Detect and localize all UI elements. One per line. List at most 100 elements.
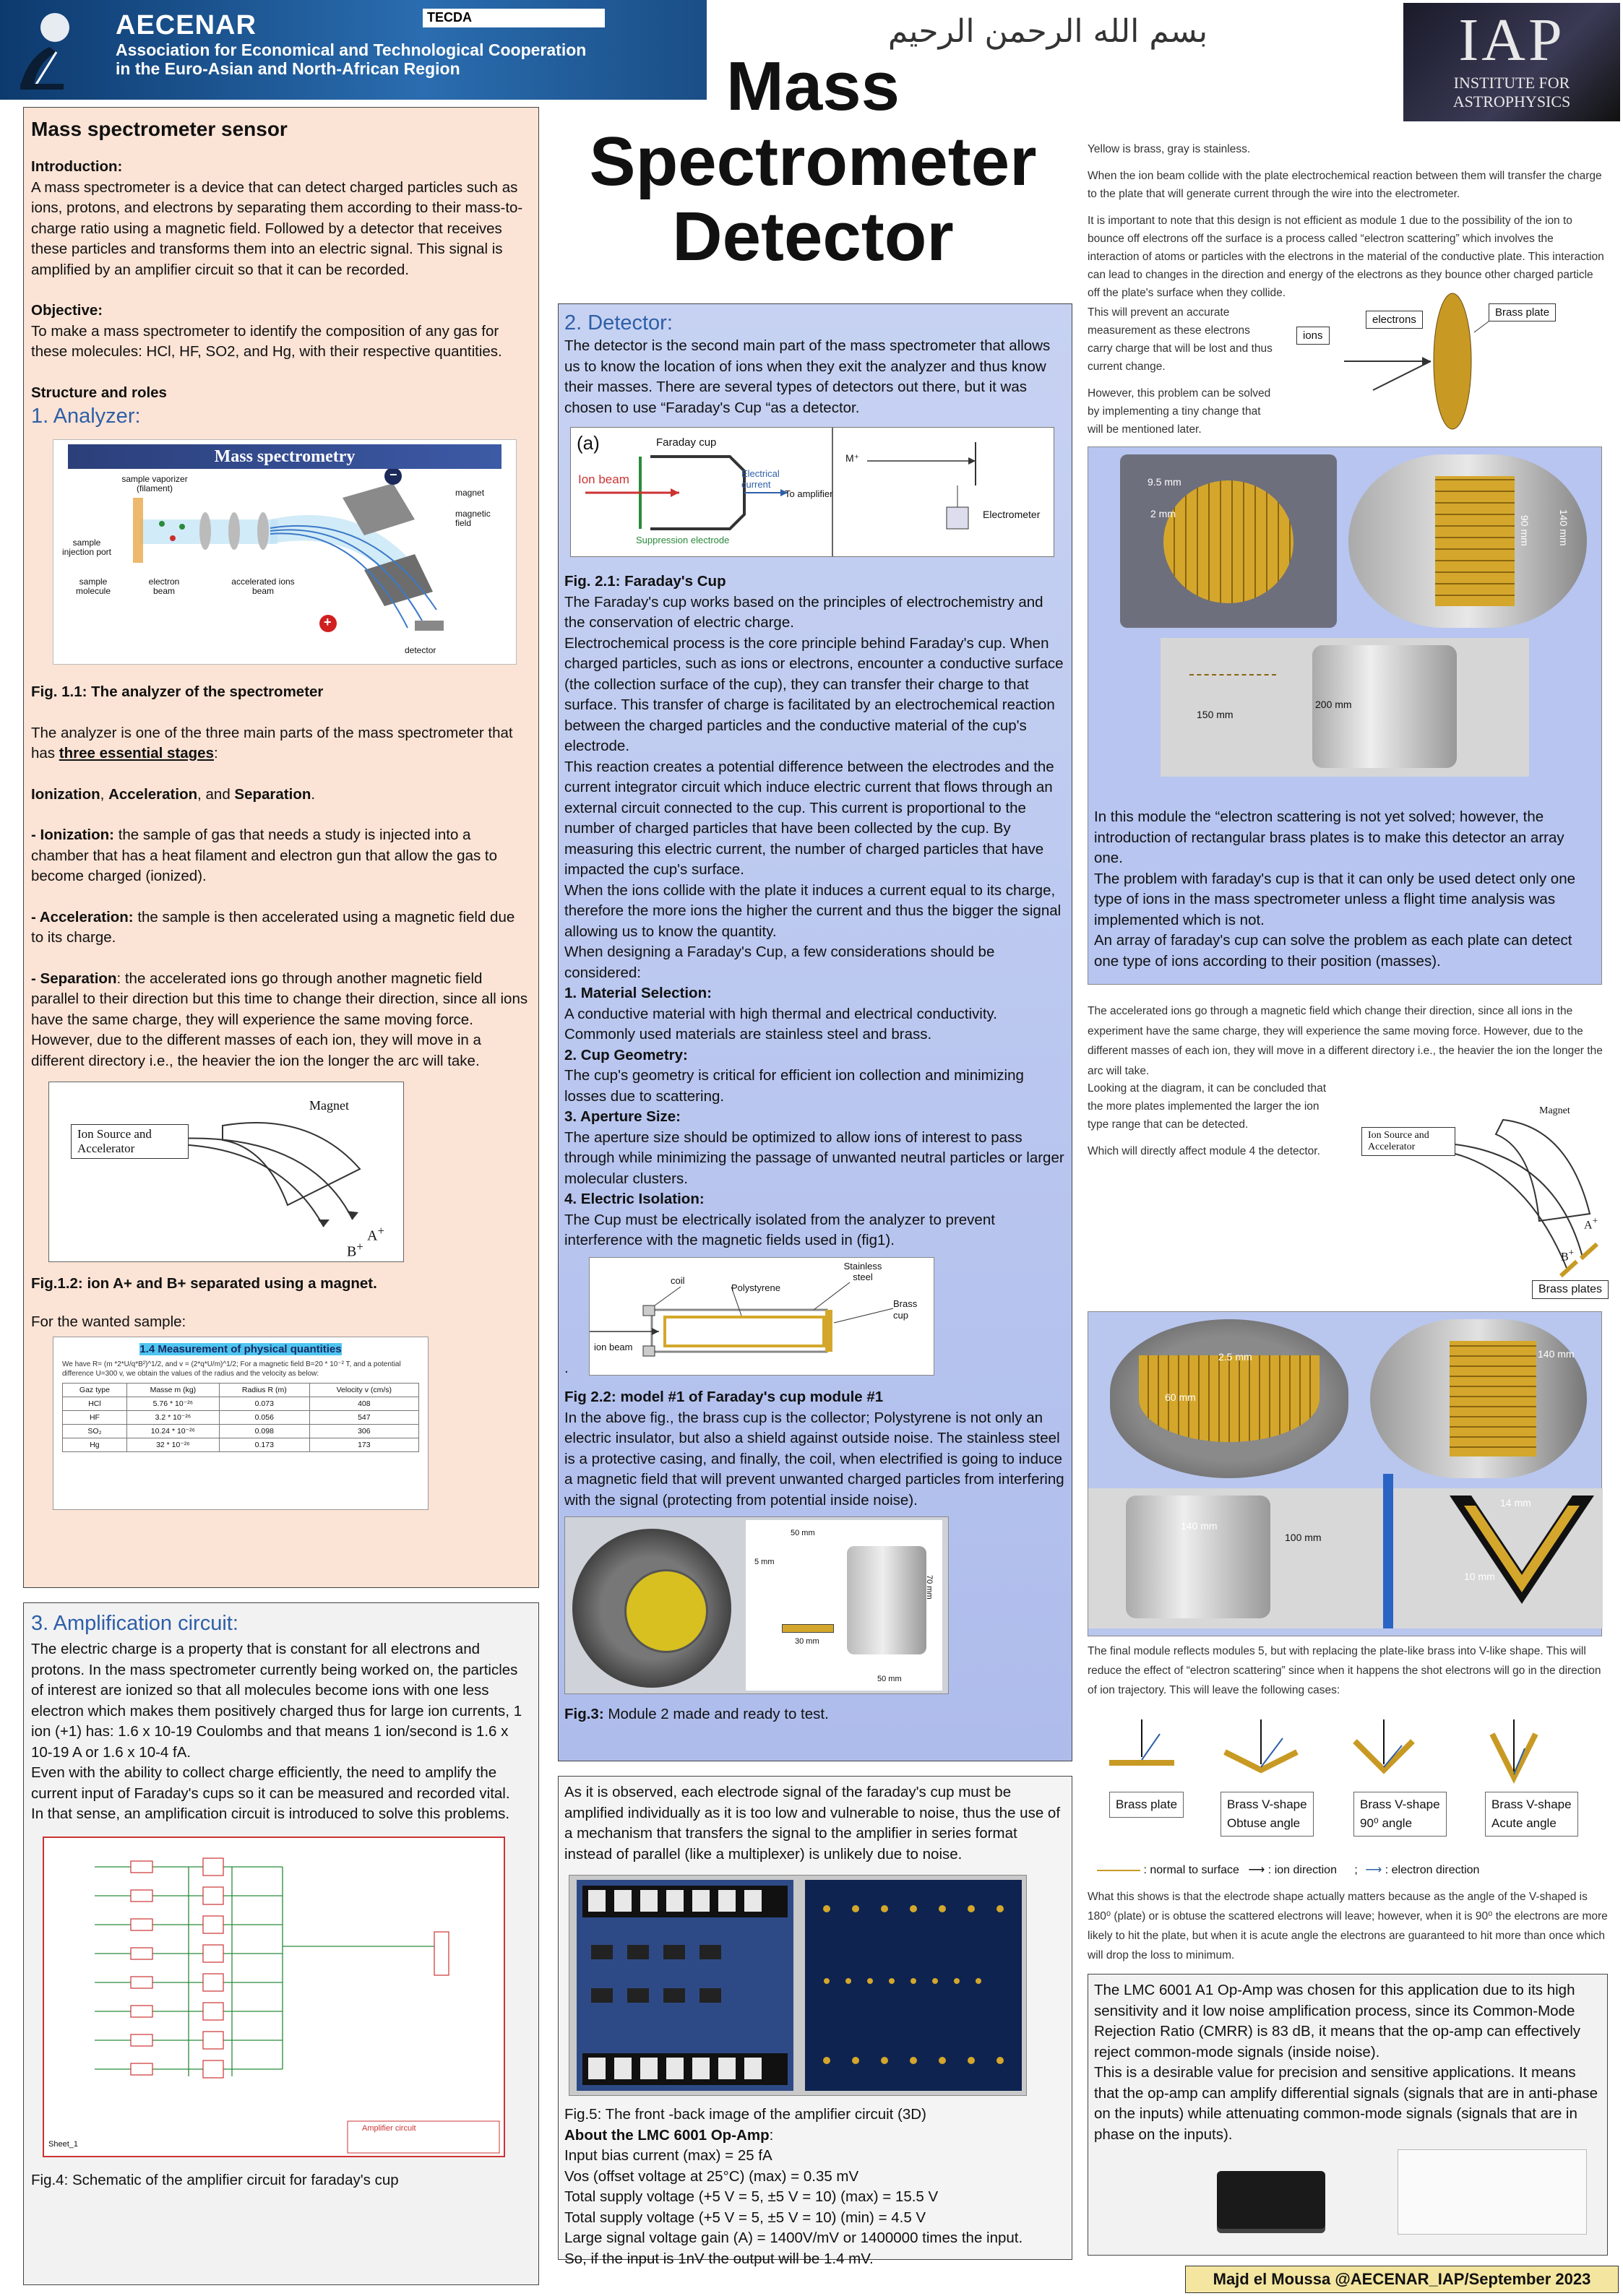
legend-normal-label: : normal to surface xyxy=(1143,1864,1239,1876)
opamp-colon: : xyxy=(769,2126,774,2144)
table-cell: 5.76 * 10⁻²⁶ xyxy=(126,1397,220,1411)
module-cad-panel: 9.5 mm 2 mm 90 mm 140 mm 150 mm 200 mm I… xyxy=(1088,446,1602,985)
consideration-2-text: The cup's geometry is critical for effic… xyxy=(564,1067,1024,1105)
amplification-panel: 3. Amplification circuit: The electric c… xyxy=(23,1602,539,2285)
col3-notes-side: This will prevent an accurate measuremen… xyxy=(1088,303,1275,439)
table-row: SO₂ 10.24 * 10⁻²⁶ 0.098 306 xyxy=(62,1424,420,1438)
iap-line2: ASTROPHYSICS xyxy=(1452,92,1571,111)
table-cell: 408 xyxy=(309,1397,420,1411)
case-card: Brass V-shape 90⁰ angle xyxy=(1353,1792,1447,1837)
faraday-cup-diagram: (a) Faraday cup Ion beam Electrical curr… xyxy=(570,427,1054,557)
fig22-ion-label: ion beam xyxy=(594,1341,633,1352)
plates-ion-a-label: A+ xyxy=(1584,1215,1598,1232)
stage-separation: Separation xyxy=(234,785,311,803)
table-cell: 306 xyxy=(309,1424,420,1438)
analyzer-heading: 1. Analyzer: xyxy=(31,405,141,428)
acceleration-label: - Acceleration: xyxy=(31,908,134,925)
acceleration-paragraph: - Acceleration: the sample is then accel… xyxy=(31,907,531,949)
col3-diagram-notes: Looking at the diagram, it can be conclu… xyxy=(1088,1079,1333,1160)
spec-line: Total supply voltage (+5 V = 5, ±5 V = 1… xyxy=(564,2209,926,2226)
case-subtitle: Obtuse angle xyxy=(1227,1816,1301,1830)
amplifier-board-panel: As it is observed, each electrode signal… xyxy=(558,1776,1072,2267)
cad-top-right-brass xyxy=(1435,476,1515,606)
cad3-dim: 140 mm xyxy=(1538,1348,1575,1360)
table-cell: 0.098 xyxy=(218,1424,310,1438)
cad2-dim: 150 mm xyxy=(1197,709,1234,720)
color-note: Yellow is brass, gray is stainless. xyxy=(1088,143,1251,155)
fig22-text: In the above fig., the brass cup is the … xyxy=(564,1409,1064,1509)
plates-range-note: Looking at the diagram, it can be conclu… xyxy=(1088,1082,1327,1131)
fig21-letter: (a) xyxy=(577,432,600,454)
label-plus: + xyxy=(324,615,332,629)
spec-line: Vos (offset voltage at 25°C) (max) = 0.3… xyxy=(564,2167,859,2185)
opamp-heading: About the LMC 6001 Op-Amp: xyxy=(564,2125,1066,2146)
table-header: Radius R (m) xyxy=(218,1383,310,1397)
cases-legend: : normal to surface ⟶ : ion direction ; … xyxy=(1097,1861,1610,1883)
cad1-dim: 2 mm xyxy=(1150,508,1176,519)
cad3-left: 2.5 mm 60 mm xyxy=(1110,1319,1348,1478)
ion-a-plus: + xyxy=(377,1224,384,1238)
iap-line1: INSTITUTE FOR xyxy=(1453,74,1570,92)
case-subtitle: Acute angle xyxy=(1491,1816,1557,1830)
fig3-dim: 50 mm xyxy=(791,1529,815,1537)
detector-intro: The detector is the second main part of … xyxy=(564,337,1051,416)
amplifier-board-render xyxy=(569,1875,1027,2096)
plates-ion-b-letter: B xyxy=(1561,1251,1569,1264)
analyzer-diagram-art xyxy=(133,469,444,632)
table-row: HCl 5.76 * 10⁻²⁶ 0.073 408 xyxy=(62,1397,420,1411)
fig21-current-label: Electrical current xyxy=(741,468,780,490)
module4-note: Which will directly affect module 4 the … xyxy=(1088,1145,1320,1157)
label-minus: − xyxy=(389,467,397,482)
detector-panel: 2. Detector: The detector is the second … xyxy=(558,303,1072,1761)
table-cell: HCl xyxy=(62,1397,127,1411)
brass-plate-label: Brass plate xyxy=(1489,303,1557,321)
schematic-sheet-label: Sheet_1 xyxy=(48,2139,78,2149)
separation-text: : the accelerated ions go through anothe… xyxy=(31,970,528,1069)
cad-bottom: 150 mm 200 mm xyxy=(1161,638,1529,777)
cad1-dim: 140 mm xyxy=(1558,509,1570,546)
aecenar-logo-icon xyxy=(20,13,69,90)
fig4-caption: Fig.4: Schematic of the amplifier circui… xyxy=(31,2171,399,2188)
measurement-table: Gaz type Masse m (kg) Radius R (m) Veloc… xyxy=(62,1383,420,1452)
introduction-text: A mass spectrometer is a device that can… xyxy=(31,178,523,278)
consideration-3-label: 3. Aperture Size: xyxy=(564,1108,681,1125)
org-full-name-line2: in the Euro-Asian and North-African Regi… xyxy=(116,59,460,78)
table-row: HF 3.2 * 10⁻²⁶ 0.056 547 xyxy=(62,1410,420,1425)
iap-letters: IAP xyxy=(1458,7,1565,74)
spec-line: So, if the input is 1nV the output will … xyxy=(564,2250,874,2267)
cad-bottom-plate-side xyxy=(1189,674,1276,680)
fig3-caption: Fig.3: Module 2 made and ready to test. xyxy=(564,1704,1066,1725)
case-title: Brass V-shape xyxy=(1491,1797,1572,1811)
cad3-dim: 60 mm xyxy=(1165,1391,1196,1403)
case-card: Brass V-shape Acute angle xyxy=(1485,1792,1578,1837)
table-header: Velocity v (cm/s) xyxy=(309,1383,420,1397)
consideration-4-label: 4. Electric Isolation: xyxy=(564,1191,705,1207)
table-cell: 3.2 * 10⁻²⁶ xyxy=(126,1410,220,1425)
case-title: Brass V-shape xyxy=(1227,1797,1307,1811)
detector-heading: 2. Detector: xyxy=(564,311,673,335)
plates-ion-a-plus: + xyxy=(1592,1215,1598,1226)
analyzer-diagram: Mass spectrometry − + sample vaporizer (… xyxy=(53,439,517,665)
legend-electron-arrow-icon: ⟶ xyxy=(1365,1864,1382,1876)
fig21-caption: Fig. 2.1: Faraday's Cup xyxy=(564,573,726,590)
table-cell: 0.056 xyxy=(218,1410,310,1425)
case-title: Brass V-shape xyxy=(1360,1797,1440,1811)
magnet-label: Magnet xyxy=(309,1098,349,1113)
cad4-dim: 100 mm xyxy=(1285,1532,1322,1543)
org-name: AECENAR xyxy=(116,10,257,40)
fig1-caption: Fig. 1.1: The analyzer of the spectromet… xyxy=(31,683,324,700)
table-cell: SO₂ xyxy=(62,1424,127,1438)
label-molecule: sample molecule xyxy=(75,577,111,596)
cad4-cylinder xyxy=(1126,1496,1270,1618)
magnet-diagram: Ion Source and Accelerator Magnet A+ B+ xyxy=(48,1082,404,1262)
objective-text: To make a mass spectrometer to identify … xyxy=(31,322,502,361)
brass-plates-label: Brass plates xyxy=(1532,1280,1609,1299)
measurement-table-card: 1.4 Measurement of physical quantities W… xyxy=(53,1337,429,1510)
table-header: Masse m (kg) xyxy=(126,1383,220,1397)
legend-ion-label: : ion direction xyxy=(1267,1864,1337,1876)
spec-line: Large signal voltage gain (A) = 1400V/mV… xyxy=(564,2230,1023,2246)
consideration-4-text: The Cup must be electrically isolated fr… xyxy=(564,1211,995,1249)
fig21-amp-label: To amplifier xyxy=(785,488,833,499)
cad4-dim: 14 mm xyxy=(1500,1497,1531,1509)
module2-cylinder-side xyxy=(847,1546,926,1654)
